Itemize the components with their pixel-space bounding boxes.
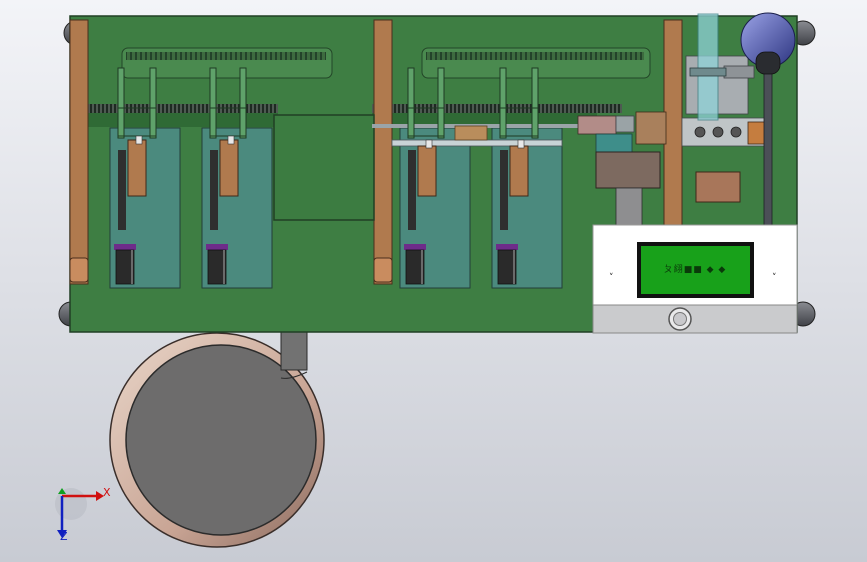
columns [69, 19, 683, 285]
column-mid [373, 19, 393, 285]
lcd-screen [641, 246, 750, 294]
rack-rail-right-teeth [426, 52, 644, 60]
feeder-block [273, 114, 375, 221]
control-panel: ˅ ˅ [592, 224, 798, 334]
block-stand [615, 187, 643, 227]
column-right [663, 19, 683, 227]
block-box [595, 151, 661, 189]
actuator [496, 67, 539, 285]
conveyor-rail [372, 113, 597, 127]
column-mid-cap [373, 257, 393, 283]
actuator [404, 67, 445, 285]
turntable-disc [125, 344, 317, 536]
slide-plate [723, 65, 755, 79]
block-copper [635, 111, 667, 145]
control-panel-base [592, 304, 798, 334]
column-left [69, 19, 89, 285]
rack-rail-left-teeth [126, 52, 326, 60]
start-button-inner [673, 312, 687, 326]
lcd-display-text: ㄆ䋚■■ ◆ ◆ [663, 265, 727, 275]
lamp-base [755, 51, 781, 75]
axis-triad [55, 488, 104, 538]
actuator [114, 67, 157, 285]
lamp-pole [763, 55, 773, 227]
turntable [109, 219, 325, 548]
axis-x-label: X [103, 486, 111, 499]
axis-z-arrow [57, 530, 67, 538]
block-gray [615, 115, 635, 133]
block-teal [595, 133, 633, 153]
bolt [694, 126, 706, 138]
panel-mark: ˅ [772, 273, 777, 283]
axis-y-arrow [58, 488, 66, 494]
column-left-cap [69, 257, 89, 283]
conveyor-rail [88, 113, 278, 127]
guide-bar [391, 139, 563, 147]
axis-x-arrow [96, 491, 104, 501]
conveyor-chain [88, 104, 278, 113]
cover-box [695, 171, 741, 203]
feed-chute-curve [280, 371, 308, 379]
actuator [206, 67, 247, 285]
axis-z-label: Z [60, 530, 68, 543]
tube-clamp [689, 67, 727, 77]
conveyor-chain [372, 104, 622, 113]
block-pink [577, 115, 617, 135]
transparent-tube [697, 13, 719, 121]
bolt [712, 126, 724, 138]
panel-mark: ˅ [609, 273, 614, 283]
bolt [730, 126, 742, 138]
actuators [114, 67, 539, 285]
copper-block [454, 125, 488, 141]
